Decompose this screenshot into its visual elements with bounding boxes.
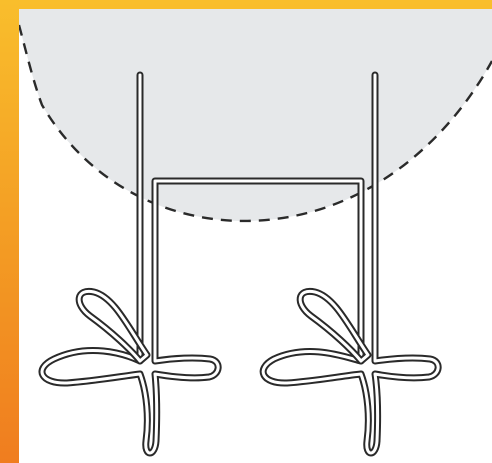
illustration-panel [19,9,492,463]
wire-form-illustration [19,9,492,463]
dashed-boundary-line [19,24,492,223]
shaded-region [19,9,492,221]
